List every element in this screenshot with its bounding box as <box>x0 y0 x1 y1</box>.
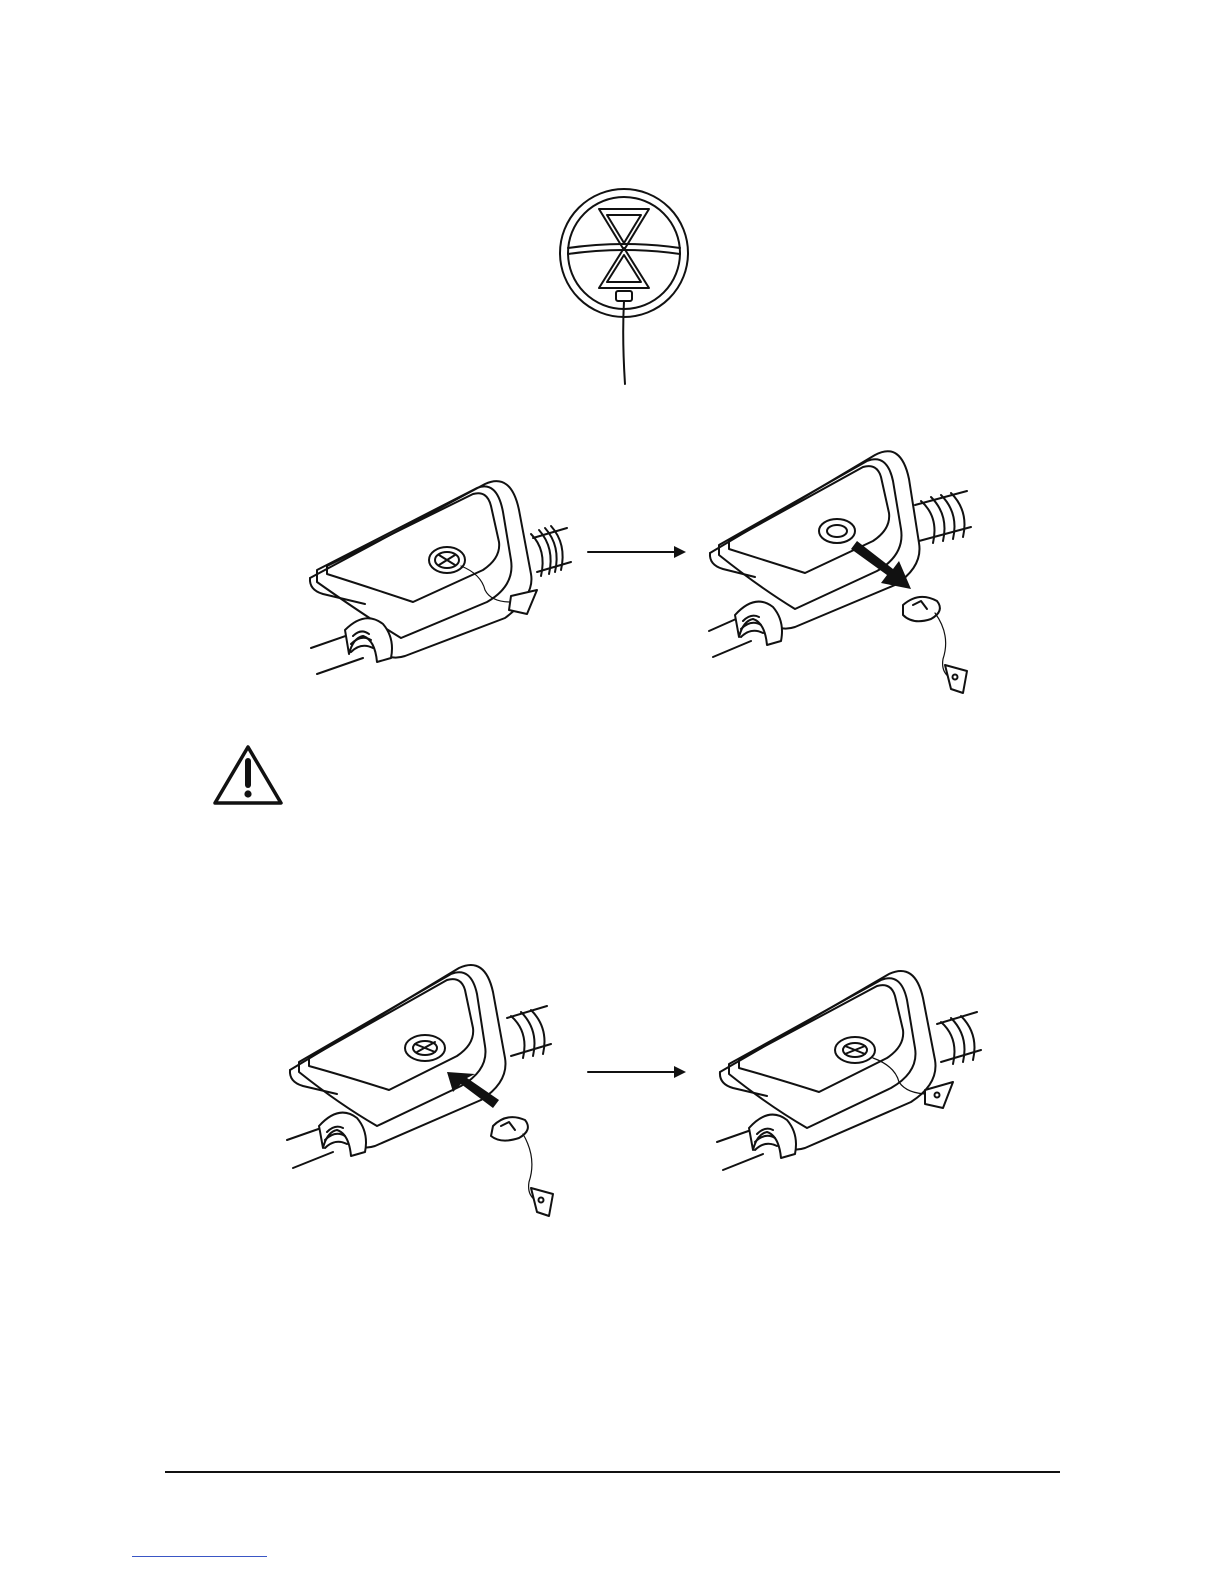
remove-key-after <box>705 445 995 700</box>
warning-triangle-icon <box>212 743 284 807</box>
arrow-right-icon <box>588 545 688 559</box>
insert-key-after <box>715 968 1005 1178</box>
pull-arrow-icon <box>851 541 911 589</box>
insert-key-before <box>285 962 575 1224</box>
safety-key-closeup <box>555 188 695 393</box>
remove-key-before <box>305 478 575 683</box>
footer-link-underline <box>132 1556 267 1557</box>
arrow-right-icon <box>588 1065 688 1079</box>
footer-divider <box>165 1471 1060 1473</box>
